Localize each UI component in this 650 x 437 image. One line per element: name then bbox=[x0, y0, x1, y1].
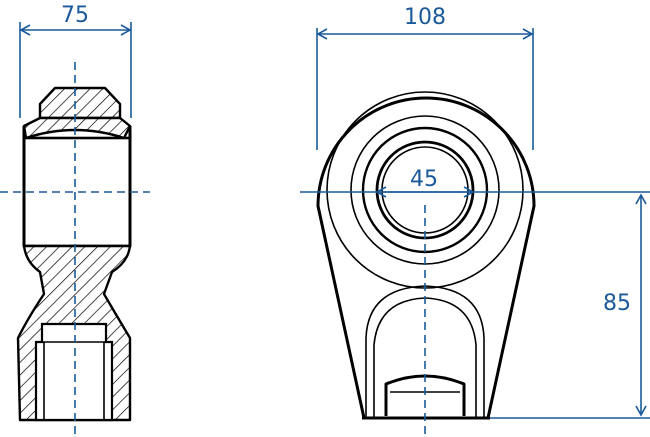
dimension-bore-diameter: 45 bbox=[375, 167, 475, 198]
dimension-front-width: 108 bbox=[316, 5, 534, 150]
side-view bbox=[16, 86, 132, 422]
side-upper-ball-section bbox=[22, 116, 132, 140]
front-body-outline bbox=[316, 96, 536, 420]
label-bore-diameter: 45 bbox=[410, 167, 438, 192]
label-width-front: 108 bbox=[404, 5, 446, 30]
side-top-boss bbox=[38, 86, 122, 120]
front-view bbox=[316, 91, 536, 420]
side-thread-bore bbox=[34, 322, 114, 422]
label-center-height: 85 bbox=[603, 291, 631, 316]
dimension-center-height: 85 bbox=[490, 193, 650, 419]
dimension-side-width: 75 bbox=[19, 3, 132, 118]
label-width-side: 75 bbox=[61, 3, 89, 28]
